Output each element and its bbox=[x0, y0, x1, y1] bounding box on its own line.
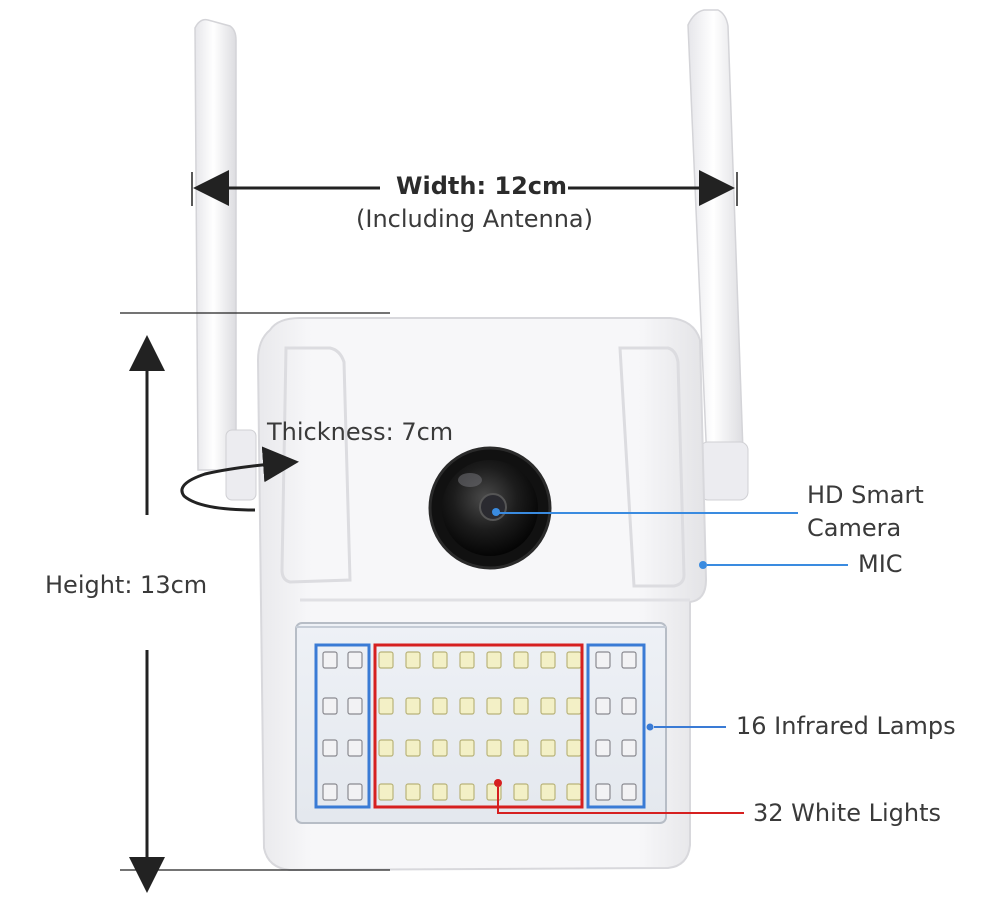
white-light-led bbox=[513, 651, 529, 669]
white-light-led bbox=[513, 697, 529, 715]
white-light-led bbox=[540, 783, 556, 801]
infrared-led bbox=[322, 651, 338, 669]
infrared-box-right bbox=[586, 643, 646, 809]
white-light-led bbox=[378, 697, 394, 715]
white-light-led bbox=[566, 651, 582, 669]
infrared-led bbox=[347, 739, 363, 757]
white-light-led bbox=[378, 651, 394, 669]
infrared-led bbox=[347, 783, 363, 801]
white-light-led bbox=[513, 783, 529, 801]
white-light-led bbox=[566, 783, 582, 801]
infrared-led bbox=[621, 739, 637, 757]
infrared-led bbox=[347, 651, 363, 669]
white-light-led bbox=[459, 697, 475, 715]
infrared-led bbox=[595, 739, 611, 757]
thickness-arrow bbox=[180, 446, 299, 512]
camera-label-line1: HD Smart bbox=[807, 481, 924, 509]
infrared-box-left bbox=[314, 643, 371, 809]
white-light-led bbox=[405, 783, 421, 801]
infrared-led bbox=[322, 739, 338, 757]
white-light-led bbox=[459, 783, 475, 801]
led-panel bbox=[295, 622, 667, 824]
white-light-led bbox=[432, 651, 448, 669]
infrared-led bbox=[322, 697, 338, 715]
white-light-led bbox=[405, 651, 421, 669]
white-light-led bbox=[486, 697, 502, 715]
thickness-label: Thickness: 7cm bbox=[267, 418, 454, 446]
white-light-led bbox=[486, 739, 502, 757]
camera-lens bbox=[428, 446, 552, 570]
height-dimension-arrow bbox=[120, 312, 390, 893]
white-light-led bbox=[540, 739, 556, 757]
white-lights-callout-line bbox=[497, 787, 744, 814]
infrared-led bbox=[595, 651, 611, 669]
white-light-led bbox=[432, 697, 448, 715]
infrared-led bbox=[322, 783, 338, 801]
white-lights-label: 32 White Lights bbox=[753, 799, 941, 827]
white-light-led bbox=[405, 697, 421, 715]
infrared-led bbox=[347, 697, 363, 715]
infrared-led bbox=[621, 651, 637, 669]
white-light-led bbox=[540, 697, 556, 715]
white-light-led bbox=[513, 739, 529, 757]
infrared-led bbox=[595, 697, 611, 715]
led-array bbox=[322, 651, 637, 801]
infrared-led bbox=[595, 783, 611, 801]
white-light-led bbox=[432, 783, 448, 801]
white-light-led bbox=[459, 739, 475, 757]
right-antenna bbox=[687, 9, 749, 501]
white-light-led bbox=[459, 651, 475, 669]
infrared-led bbox=[621, 783, 637, 801]
infrared-led bbox=[621, 697, 637, 715]
white-lights-box bbox=[373, 643, 584, 809]
white-light-led bbox=[378, 739, 394, 757]
mic-label: MIC bbox=[858, 550, 903, 578]
white-light-led bbox=[432, 739, 448, 757]
white-light-led bbox=[486, 651, 502, 669]
width-note: (Including Antenna) bbox=[356, 205, 593, 233]
white-light-led bbox=[405, 739, 421, 757]
left-antenna bbox=[194, 18, 257, 501]
width-dimension-arrow bbox=[191, 170, 738, 206]
white-light-led bbox=[566, 739, 582, 757]
white-light-led bbox=[566, 697, 582, 715]
width-label: Width: 12cm bbox=[396, 172, 568, 200]
height-label: Height: 13cm bbox=[45, 571, 208, 599]
white-light-led bbox=[540, 651, 556, 669]
white-light-led bbox=[378, 783, 394, 801]
infrared-label: 16 Infrared Lamps bbox=[736, 712, 956, 740]
camera-label-line2: Camera bbox=[807, 514, 902, 542]
